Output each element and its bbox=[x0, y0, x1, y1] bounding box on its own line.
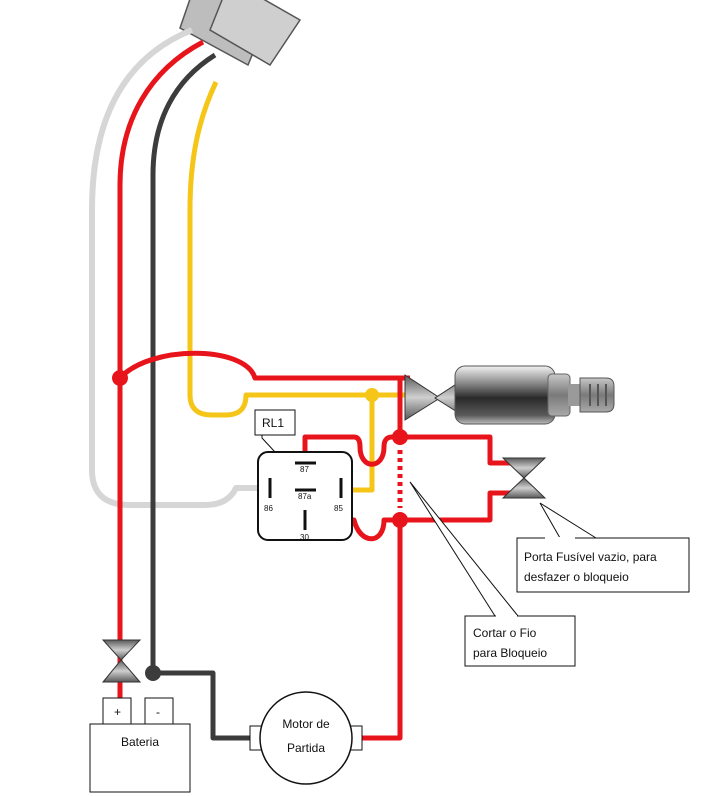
battery-label: Bateria bbox=[121, 735, 159, 749]
wire-ground bbox=[150, 52, 262, 741]
callout-fuse-line2: desfazer o bloqueio bbox=[524, 570, 629, 584]
callout-fuse: Porta Fusível vazio, para desfazer o blo… bbox=[516, 502, 690, 593]
battery-fuse bbox=[101, 639, 142, 683]
callout-cut: Cortar o Fio para Bloqueio bbox=[409, 481, 576, 667]
ignition-switch-icon bbox=[454, 365, 615, 425]
motor-label-line1: Motor de bbox=[282, 717, 330, 731]
relay-pin-85: 85 bbox=[334, 504, 343, 513]
junction-dot bbox=[392, 512, 408, 528]
wire-gray bbox=[89, 27, 262, 508]
junction-dot bbox=[145, 665, 161, 681]
callout-fuse-line1: Porta Fusível vazio, para bbox=[524, 550, 657, 564]
battery: + - Bateria bbox=[89, 697, 191, 793]
empty-fuse-holder bbox=[501, 457, 547, 499]
junction-dot bbox=[392, 429, 408, 445]
harness-connector bbox=[179, 0, 302, 67]
motor-label-line2: Partida bbox=[287, 741, 325, 755]
battery-plus: + bbox=[114, 705, 121, 719]
junction-dot bbox=[112, 370, 128, 386]
junction-dot bbox=[365, 388, 379, 402]
relay-pin-87: 87 bbox=[300, 465, 309, 474]
relay-pin-87a: 87a bbox=[298, 492, 312, 501]
starter-motor: Motor de Partida bbox=[249, 691, 363, 785]
callout-cut-line1: Cortar o Fio bbox=[473, 626, 537, 640]
wire-yellow bbox=[187, 80, 410, 493]
battery-minus: - bbox=[156, 705, 160, 719]
relay-name: RL1 bbox=[262, 416, 284, 430]
relay: RL1 87 87a 86 85 30 bbox=[254, 409, 353, 542]
relay-pin-86: 86 bbox=[264, 504, 273, 513]
callout-cut-line2: para Bloqueio bbox=[473, 646, 547, 660]
wires-red bbox=[117, 39, 512, 741]
relay-pin-30: 30 bbox=[300, 533, 309, 542]
